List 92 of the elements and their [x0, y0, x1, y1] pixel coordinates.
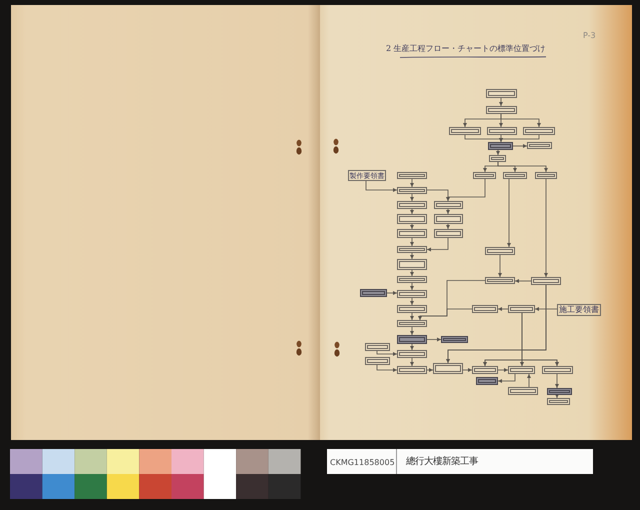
process-box: [397, 366, 427, 374]
arrow: [498, 374, 516, 383]
arrow: [446, 178, 486, 202]
process-box: [473, 172, 496, 179]
shaded-box: [397, 335, 427, 344]
process-box: [523, 127, 555, 135]
process-box: [365, 357, 390, 365]
arrow: [410, 238, 414, 246]
process-box: [485, 277, 515, 284]
arrow: [446, 208, 450, 214]
process-box: [397, 259, 427, 270]
process-box: [485, 247, 515, 255]
catalog-number: CKMG11858005: [330, 458, 395, 466]
arrow: [498, 368, 508, 372]
arrow: [366, 180, 398, 192]
arrow: [500, 114, 541, 128]
process-box: [486, 106, 517, 114]
arrow: [544, 178, 548, 278]
process-box: [397, 201, 427, 209]
arrow: [499, 134, 540, 142]
process-box: [397, 290, 427, 298]
process-box: [397, 246, 427, 253]
process-box: [449, 127, 481, 135]
process-box: [397, 187, 427, 194]
process-box: [503, 172, 527, 179]
arrow: [410, 252, 414, 260]
arrow: [410, 312, 414, 320]
process-box: [508, 387, 538, 395]
arrow: [426, 338, 442, 342]
shaded-box: [360, 289, 387, 297]
process-box: [535, 172, 557, 179]
arrow: [410, 298, 414, 306]
arrow: [498, 254, 502, 278]
process-box: [434, 229, 463, 238]
arrow: [522, 312, 559, 366]
arrow: [410, 326, 414, 336]
document-box: 施工要領書: [557, 304, 601, 316]
arrow: [507, 178, 511, 248]
arrow: [418, 308, 472, 320]
process-box: [397, 172, 427, 179]
arrow: [410, 358, 414, 366]
process-box: [433, 363, 463, 374]
arrow: [446, 224, 450, 230]
arrow: [512, 144, 528, 148]
arrow: [555, 374, 559, 388]
process-box: [397, 229, 427, 238]
arrow: [410, 282, 414, 290]
shaded-box: [488, 142, 513, 150]
shaded-box: [547, 388, 572, 395]
shaded-box: [441, 336, 468, 343]
process-box: [486, 89, 517, 98]
process-box: [365, 343, 390, 351]
process-box: [397, 350, 427, 358]
arrow: [496, 150, 500, 156]
page-number: P-3: [583, 31, 596, 40]
arrow: [555, 394, 559, 398]
process-box: [508, 366, 535, 374]
arrow: [514, 279, 532, 283]
arrow: [376, 364, 398, 372]
process-box: [547, 398, 570, 405]
process-box: [531, 277, 561, 285]
process-box: [397, 320, 427, 327]
arrow: [498, 307, 508, 311]
arrow: [410, 224, 414, 230]
shaded-box: [476, 377, 498, 385]
arrow: [499, 98, 503, 106]
process-box: [527, 142, 552, 149]
arrow: [410, 194, 414, 202]
arrow: [462, 368, 472, 372]
process-box: [472, 305, 498, 313]
arrow: [426, 238, 448, 252]
process-box: [434, 201, 463, 209]
process-box: [397, 214, 427, 224]
process-box: [397, 305, 427, 313]
arrow: [410, 178, 414, 188]
process-box: [434, 214, 463, 224]
process-box: [542, 366, 573, 374]
process-box: [472, 366, 498, 374]
process-box: [397, 276, 427, 283]
arrow: [410, 270, 414, 276]
process-box: [508, 305, 535, 313]
title: 2 生産工程フロー・チャートの標準位置づけ: [386, 43, 546, 54]
arrow: [534, 307, 558, 311]
arrow: [410, 208, 414, 214]
process-box: [487, 127, 517, 135]
arrow: [376, 350, 398, 356]
arrow: [410, 344, 414, 350]
process-box: [489, 155, 506, 162]
arrow: [386, 291, 398, 295]
arrow: [426, 368, 434, 372]
record-title: 總行大樓新築工事: [396, 449, 478, 474]
arrow: [527, 374, 531, 388]
